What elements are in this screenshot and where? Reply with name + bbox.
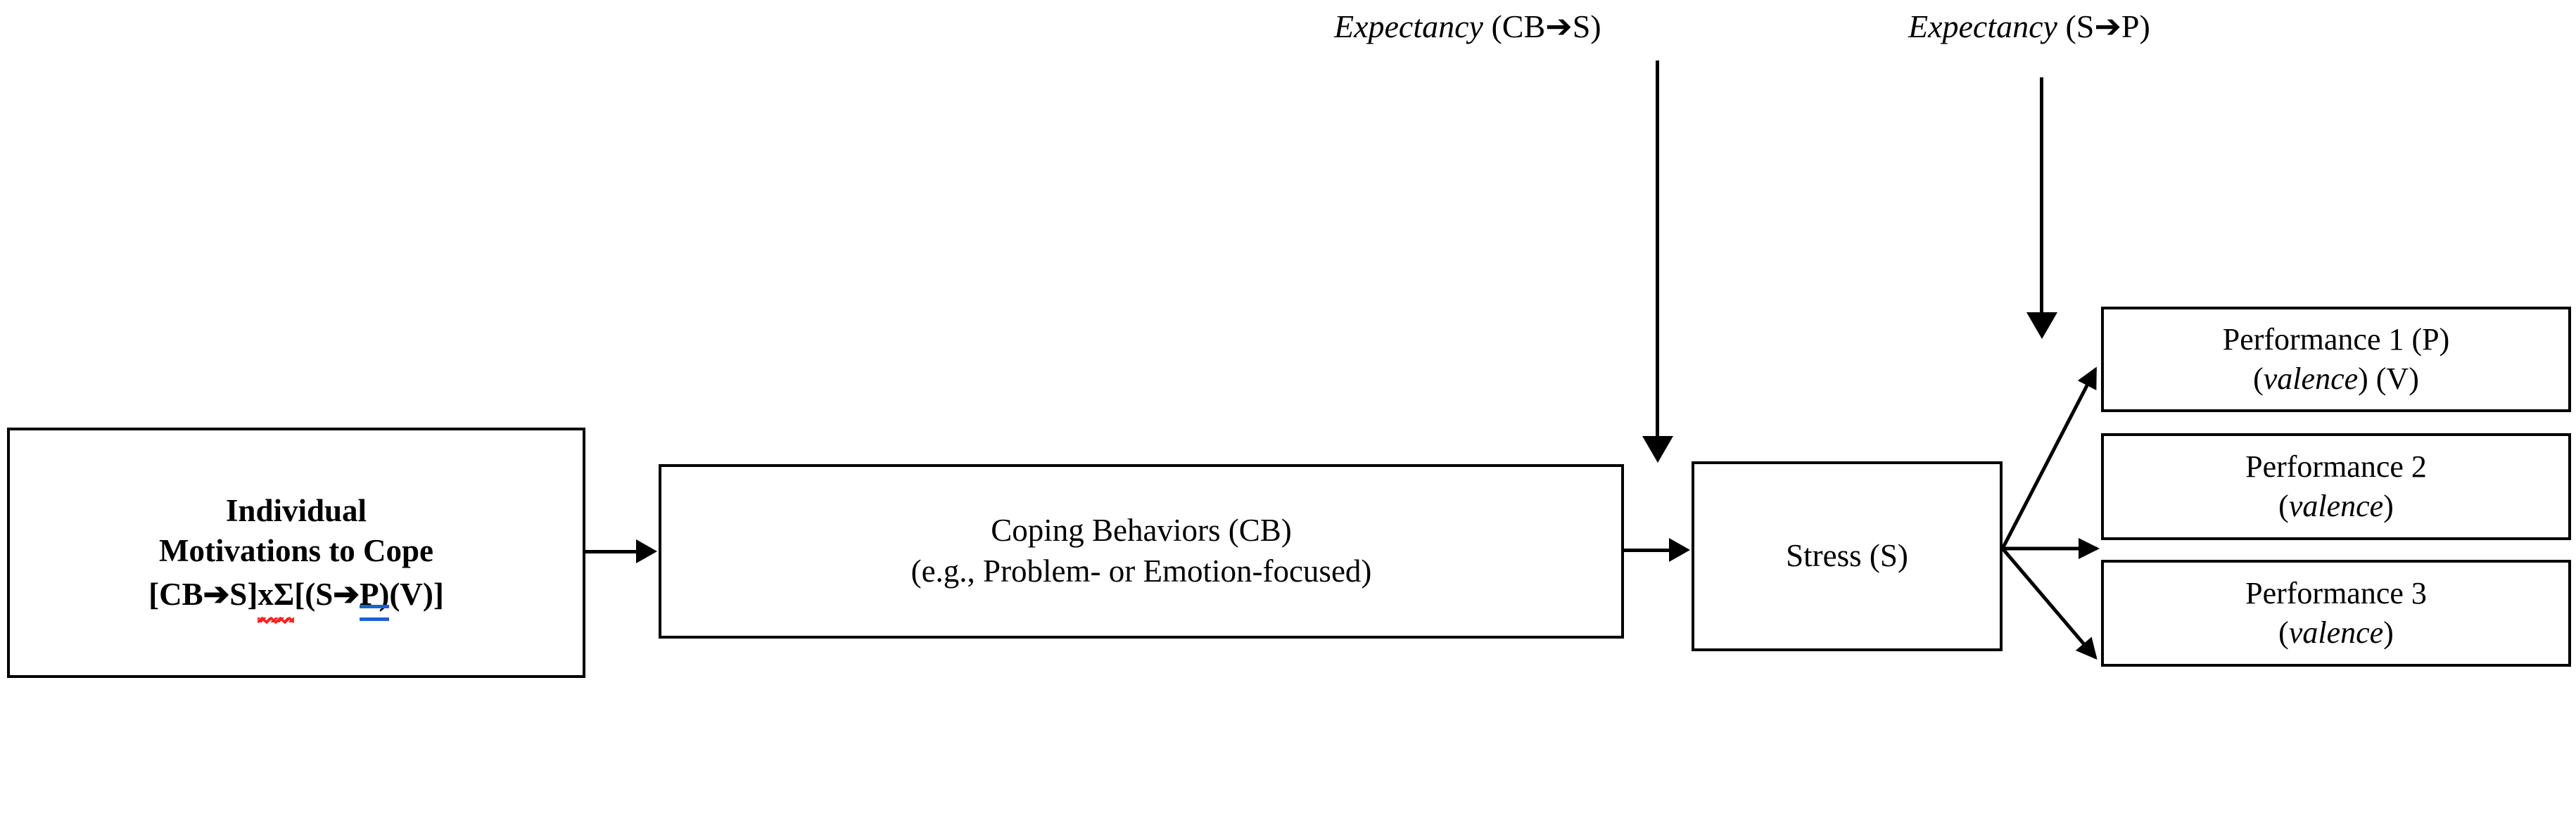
coping-to-stress-arrow-shaft [1624, 549, 1670, 552]
motivations-to-coping-arrow-head [636, 539, 657, 563]
expectancy-cb-s-arrow-shaft [1656, 60, 1659, 440]
node-performance-3-line1: Performance 3 [2245, 575, 2427, 610]
expectancy-label-s-to-p-plain: (S➔P) [2065, 8, 2150, 44]
node-performance-2[interactable]: Performance 2 (valence) [2101, 433, 2571, 540]
stress-to-performance3-line [2001, 547, 2098, 660]
node-coping-behaviors[interactable]: Coping Behaviors (CB) (e.g., Problem- or… [659, 464, 1624, 639]
stress-to-performance1-line [2000, 366, 2098, 550]
expectancy-label-s-to-p-italic: Expectancy [1908, 8, 2057, 44]
node-performance-1-line1: Performance 1 (P) [2222, 321, 2450, 357]
stress-to-performance-arrows [2000, 366, 2100, 660]
node-coping-line2: (e.g., Problem- or Emotion-focused) [911, 553, 1372, 589]
spellcheck-squiggle-icon [258, 617, 295, 625]
expectancy-cb-s-arrow-head [1642, 436, 1673, 463]
expectancy-label-cb-to-s-plain: (CB➔S) [1491, 8, 1601, 44]
node-performance-3[interactable]: Performance 3 (valence) [2101, 560, 2571, 667]
formula-spellcheck-segment: xΣ [258, 575, 295, 625]
node-performance-3-valence: valence [2288, 615, 2384, 650]
node-performance-2-valence: valence [2288, 489, 2384, 523]
formula-mid: [(S➔ [294, 576, 360, 612]
expectancy-label-cb-to-s: Expectancy (CB➔S) [1334, 7, 1601, 45]
node-performance-1-v: (V) [2375, 361, 2419, 396]
expectancy-label-s-to-p: Expectancy (S➔P) [1908, 7, 2150, 45]
node-motivations-line1: Individual [225, 492, 367, 528]
expectancy-label-cb-to-s-italic: Expectancy [1334, 8, 1483, 44]
formula-prefix: [CB➔S] [148, 576, 258, 612]
formula-grammar-segment: P) [359, 575, 390, 621]
coping-to-stress-arrow-head [1669, 538, 1690, 562]
node-performance-1-valence: valence [2263, 361, 2359, 396]
node-performance-3-line2: (valence) [2278, 615, 2394, 650]
expectancy-s-p-arrow-head [2026, 312, 2057, 339]
node-motivations-line2: Motivations to Cope [159, 533, 433, 569]
node-performance-2-line1: Performance 2 [2245, 449, 2427, 484]
expectancy-s-p-arrow-shaft [2040, 77, 2043, 316]
node-stress[interactable]: Stress (S) [1692, 461, 2003, 651]
node-motivations-formula: [CB➔S]xΣ[(S➔P)(V)] [148, 575, 444, 625]
node-individual-motivations-to-cope[interactable]: Individual Motivations to Cope [CB➔S]xΣ[… [7, 428, 585, 678]
formula-suffix: (V)] [389, 576, 444, 612]
node-performance-1-line2: (valence) (V) [2253, 361, 2419, 396]
motivations-to-coping-arrow-shaft [585, 550, 640, 553]
node-performance-2-line2: (valence) [2278, 489, 2394, 523]
formula-spellcheck-text: xΣ [258, 576, 295, 612]
node-coping-line1: Coping Behaviors (CB) [991, 513, 1292, 549]
node-stress-line1: Stress (S) [1786, 538, 1908, 574]
node-performance-1[interactable]: Performance 1 (P) (valence) (V) [2101, 307, 2571, 412]
